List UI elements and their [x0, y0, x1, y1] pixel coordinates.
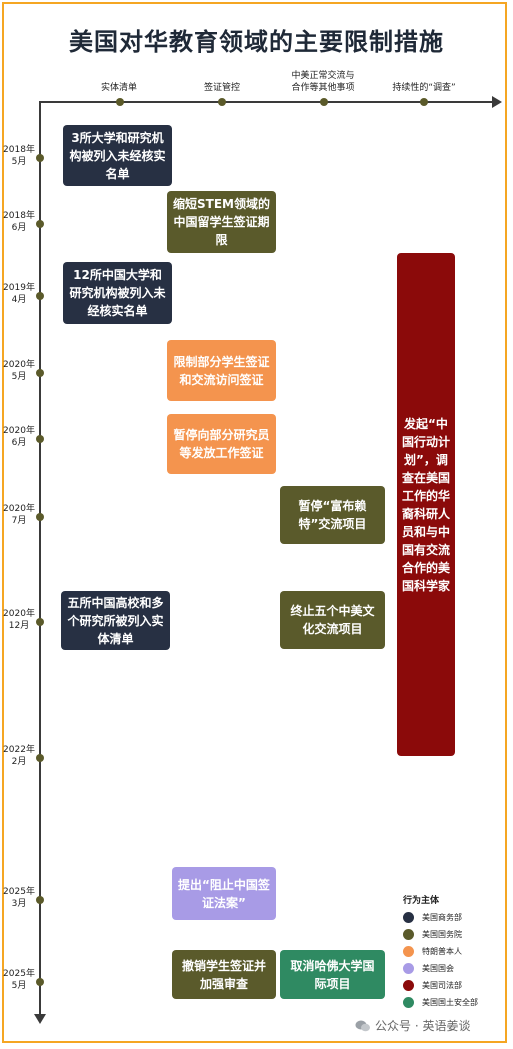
legend-swatch	[403, 979, 414, 991]
date-label: 2025年 3月	[3, 887, 35, 909]
legend-item: 特朗普本人	[403, 944, 462, 958]
column-header-exchange: 中美正常交流与 合作等其他事项	[291, 71, 355, 93]
date-marker	[36, 435, 44, 443]
legend-swatch	[403, 996, 414, 1008]
measure-box: 3所大学和研究机构被列入未经核实名单	[63, 125, 172, 186]
watermark-text: 公众号 · 英语姜谈	[375, 1019, 471, 1033]
measure-box: 12所中国大学和研究机构被列入未经核实名单	[63, 262, 172, 324]
date-marker	[36, 754, 44, 762]
date-label: 2020年 7月	[3, 504, 35, 526]
legend-item: 美国国会	[403, 961, 454, 975]
date-label: 2022年 2月	[3, 745, 35, 767]
date-marker	[36, 369, 44, 377]
date-label: 2018年 6月	[3, 211, 35, 233]
watermark: 公众号 · 英语姜谈	[355, 1017, 470, 1034]
measure-box-long: 发起“中国行动计划”，调查在美国工作的华裔科研人员和与中国有交流合作的美国科学家	[397, 253, 455, 756]
legend-swatch	[403, 928, 414, 940]
legend-swatch	[403, 962, 414, 974]
column-marker-exchange	[320, 98, 328, 106]
date-marker	[36, 896, 44, 904]
measure-box: 五所中国高校和多个研究所被列入实体清单	[61, 591, 170, 650]
legend-swatch	[403, 945, 414, 957]
vertical-axis-arrow	[34, 1014, 46, 1024]
date-marker	[36, 220, 44, 228]
measure-box: 暂停向部分研究员等发放工作签证	[167, 414, 276, 474]
date-label: 2018年 5月	[3, 145, 35, 167]
date-label: 2020年 5月	[3, 360, 35, 382]
column-marker-investigation	[420, 98, 428, 106]
legend-label: 美国商务部	[422, 912, 462, 922]
wechat-icon	[355, 1019, 371, 1033]
legend-label: 美国司法部	[422, 980, 462, 990]
column-header-investigation: 持续性的“调查”	[392, 83, 456, 93]
date-marker	[36, 154, 44, 162]
legend-label: 特朗普本人	[422, 946, 462, 956]
legend-item: 美国国土安全部	[403, 995, 478, 1009]
date-label: 2019年 4月	[3, 283, 35, 305]
date-marker	[36, 292, 44, 300]
horizontal-axis	[40, 101, 495, 103]
date-marker	[36, 618, 44, 626]
legend-item: 美国国务院	[403, 927, 462, 941]
column-header-visa-control: 签证管控	[203, 83, 240, 93]
date-label: 2020年 12月	[3, 609, 35, 631]
measure-box: 撤销学生签证并加强审查	[172, 950, 276, 999]
measure-box: 缩短STEM领域的中国留学生签证期限	[167, 191, 276, 253]
measure-box: 暂停“富布赖特”交流项目	[280, 486, 385, 544]
measure-box: 限制部分学生签证和交流访问签证	[167, 340, 276, 401]
legend-label: 美国国土安全部	[422, 997, 478, 1007]
legend-title: 行为主体	[403, 896, 440, 906]
vertical-axis	[39, 101, 41, 1016]
outer-frame	[2, 2, 507, 1043]
legend-item: 美国司法部	[403, 978, 462, 992]
measure-box: 终止五个中美文化交流项目	[280, 591, 385, 649]
column-marker-visa-control	[218, 98, 226, 106]
legend-swatch	[403, 911, 414, 923]
date-marker	[36, 978, 44, 986]
legend-label: 美国国会	[422, 963, 454, 973]
legend-item: 美国商务部	[403, 910, 462, 924]
column-marker-entity-list	[116, 98, 124, 106]
page-title: 美国对华教育领域的主要限制措施	[69, 28, 444, 56]
measure-box: 取消哈佛大学国际项目	[280, 950, 385, 999]
date-label: 2025年 5月	[3, 969, 35, 991]
column-header-entity-list: 实体清单	[100, 83, 137, 93]
measure-box: 提出“阻止中国签证法案”	[172, 867, 276, 920]
horizontal-axis-arrow	[492, 96, 502, 108]
legend-label: 美国国务院	[422, 929, 462, 939]
date-label: 2020年 6月	[3, 426, 35, 448]
date-marker	[36, 513, 44, 521]
